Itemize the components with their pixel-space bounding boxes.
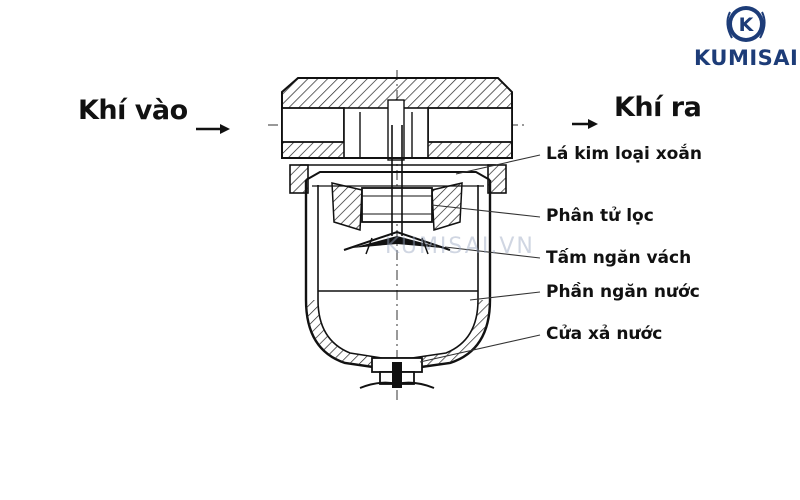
- brand-name: KUMISAI: [694, 46, 799, 70]
- leader-filter-element: [431, 204, 541, 218]
- leader-spiral-vane: [455, 154, 541, 175]
- leader-water-separation: [469, 291, 541, 301]
- outlet-arrow: [572, 119, 598, 129]
- leader-lines: [419, 154, 541, 363]
- leader-baffle-plate: [444, 246, 541, 259]
- outlet-label: Khí ra: [614, 92, 702, 123]
- head-body: [281, 77, 513, 194]
- callout-drain-outlet: Cửa xả nước: [546, 324, 663, 344]
- logo-letter: K: [739, 14, 755, 36]
- callout-filter-element: Phân tử lọc: [546, 206, 654, 226]
- callout-water-separation: Phần ngăn nước: [546, 282, 700, 302]
- kumisai-logo: K KUMISAI: [694, 2, 798, 72]
- leader-drain-outlet: [419, 334, 541, 363]
- filter-element: [361, 125, 433, 236]
- drain-outlet: [359, 357, 435, 389]
- inlet-arrow: [196, 124, 230, 134]
- callout-baffle-plate: Tấm ngăn vách: [546, 248, 692, 268]
- baffle-plate: [343, 230, 451, 255]
- watermark: KUMISAI.VN: [385, 234, 535, 259]
- callout-spiral-vane: Lá kim loại xoắn: [546, 144, 702, 164]
- inlet-label: Khí vào: [78, 95, 188, 126]
